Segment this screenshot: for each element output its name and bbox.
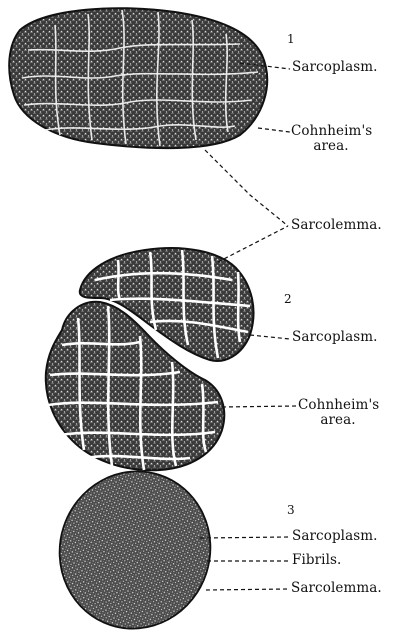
leader-cohnheim-2 xyxy=(222,406,296,407)
section-2-number: 2 xyxy=(284,292,292,306)
section-1-sarcolemma-label: Sarcolemma. xyxy=(291,218,382,233)
section-1-number: 1 xyxy=(287,32,295,46)
section-3-sarcolemma-label: Sarcolemma. xyxy=(291,581,382,596)
fiber-section-2 xyxy=(46,248,254,470)
leader-sarcolemma-1b xyxy=(218,226,288,262)
fiber-section-3 xyxy=(39,452,230,630)
section-2-cohnheim-line2: area. xyxy=(298,413,378,428)
section-1-cohnheim-line1: Cohnheim's xyxy=(291,124,371,139)
section-1-sarcoplasm-label: Sarcoplasm. xyxy=(292,60,378,75)
leader-sarcoplasm-3 xyxy=(200,537,288,538)
section-3-fibrils-label: Fibrils. xyxy=(292,553,341,568)
section-2-sarcoplasm-label: Sarcoplasm. xyxy=(292,330,378,345)
section-2-cohnheim-label: Cohnheim's area. xyxy=(298,398,378,428)
fiber-section-1 xyxy=(9,8,267,148)
section-3-sarcoplasm-label: Sarcoplasm. xyxy=(292,529,378,544)
leader-cohnheim-1 xyxy=(258,128,290,132)
leader-sarcoplasm-2 xyxy=(250,335,290,339)
section-3-number: 3 xyxy=(287,503,295,517)
leader-sarcolemma-3 xyxy=(206,589,288,590)
section-1-cohnheim-line2: area. xyxy=(291,139,371,154)
section-1-cohnheim-label: Cohnheim's area. xyxy=(291,124,371,154)
leader-sarcolemma-1a xyxy=(205,150,288,226)
section-2-cohnheim-line1: Cohnheim's xyxy=(298,398,378,413)
